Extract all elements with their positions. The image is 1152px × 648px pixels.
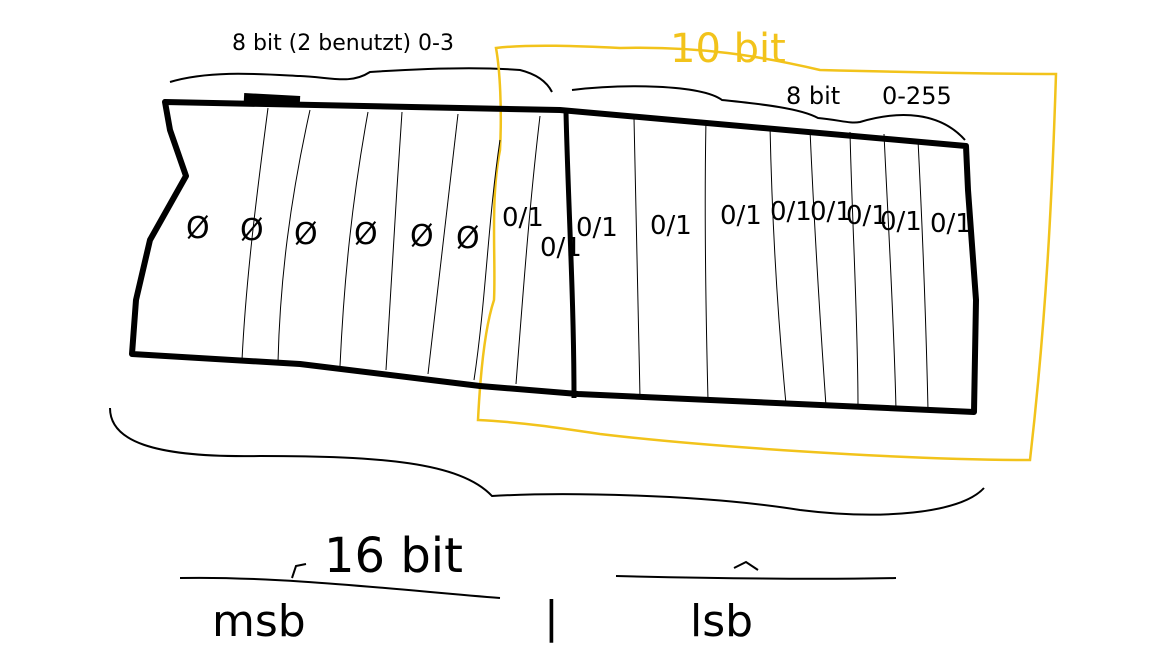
unused-bit: Ø	[456, 221, 480, 256]
byte-divider	[563, 111, 577, 399]
unused-bit: Ø	[354, 217, 378, 252]
register-top-accent	[243, 93, 301, 104]
top-right-bits-label: 8 bit	[786, 82, 840, 110]
bit-line	[917, 139, 929, 411]
top-right-range-label: 0-255	[882, 82, 952, 110]
ten-bit-label: 10 bit	[670, 26, 786, 72]
bit-line	[339, 111, 369, 367]
unused-bit: Ø	[410, 219, 434, 254]
used-bit: 0/1	[540, 233, 582, 263]
lsb-underline	[615, 575, 897, 580]
top-right-brace	[571, 85, 966, 141]
unused-bit: Ø	[240, 213, 264, 248]
bit-line	[241, 107, 269, 361]
lsb-label: lsb	[690, 596, 753, 647]
used-bit: 0/1	[502, 203, 544, 233]
unused-bits: Ø Ø Ø Ø Ø Ø	[186, 211, 480, 256]
msb-arrow	[291, 563, 307, 579]
used-bit: 0/1	[810, 197, 852, 227]
msb-label: msb	[212, 596, 306, 647]
used-bit: 0/1	[576, 213, 618, 243]
bit-line	[277, 109, 311, 363]
bit-line	[473, 139, 501, 381]
used-bit: 0/1	[650, 211, 692, 241]
bit-line	[427, 113, 459, 375]
unused-bit: Ø	[294, 217, 318, 252]
register-box	[129, 99, 979, 415]
ten-bit-selection	[476, 44, 1058, 462]
msb-underline	[179, 576, 501, 599]
bit-line	[704, 119, 709, 401]
used-bit: 0/1	[930, 209, 972, 239]
top-left-brace	[169, 67, 553, 93]
used-bit: 0/1	[770, 197, 812, 227]
used-bit: 0/1	[846, 201, 888, 231]
used-bit: 0/1	[880, 207, 922, 237]
sixteen-bit-label: 16 bit	[324, 528, 463, 584]
top-left-label: 8 bit (2 benutzt) 0-3	[232, 31, 454, 56]
bit-line	[633, 117, 641, 399]
lsb-arrow	[733, 560, 759, 571]
bit-line	[883, 133, 897, 411]
separator-label: |	[544, 592, 559, 643]
bit-line	[515, 115, 541, 385]
bit-line	[385, 111, 403, 371]
bit-line	[849, 131, 859, 409]
bit-cell-lines	[241, 107, 929, 411]
used-bit: 0/1	[720, 201, 762, 231]
bit-line	[769, 125, 787, 405]
unused-bit: Ø	[186, 211, 210, 246]
bit-line	[809, 129, 827, 407]
bottom-brace	[109, 407, 985, 516]
used-bits: 0/1 0/1 0/1 0/1 0/1 0/1 0/1 0/1 0/1 0/1	[502, 197, 972, 263]
